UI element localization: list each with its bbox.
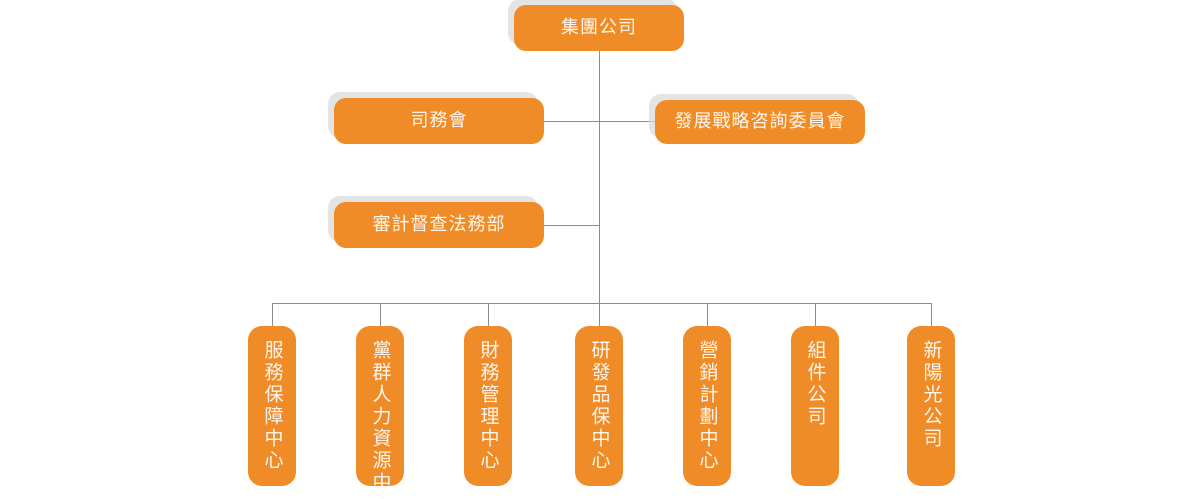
node-box: 研發品保中心	[575, 326, 623, 486]
org-node-label-siwuhui: 司務會	[410, 109, 468, 131]
org-node-label-rnd: 研發品保中心	[588, 340, 611, 472]
org-node-strategy[interactable]: 發展戰略咨詢委員會	[649, 94, 865, 144]
connector-drop-rnd	[599, 303, 600, 326]
node-box: 司務會	[334, 98, 544, 144]
connector-branch-tier2-left	[544, 121, 600, 122]
org-node-root[interactable]: 集團公司	[508, 0, 684, 51]
connector-drop-hr	[380, 303, 381, 326]
org-node-rnd[interactable]: 研發品保中心	[575, 326, 623, 486]
org-node-label-audit: 審計督查法務部	[372, 213, 506, 235]
node-box: 集團公司	[514, 5, 684, 51]
org-node-components[interactable]: 組件公司	[791, 326, 839, 486]
org-node-label-service: 服務保障中心	[261, 340, 284, 472]
org-node-finance[interactable]: 財務管理中心	[464, 326, 512, 486]
connector-distribution-bus	[272, 303, 932, 304]
connector-branch-tier2-right	[599, 121, 655, 122]
connector-drop-finance	[488, 303, 489, 326]
node-box: 審計督查法務部	[334, 202, 544, 248]
node-box: 營銷計劃中心	[683, 326, 731, 486]
org-node-label-sunshine: 新陽光公司	[920, 340, 943, 450]
node-box: 發展戰略咨詢委員會	[655, 100, 865, 144]
connector-trunk-main	[599, 51, 600, 304]
org-node-sunshine[interactable]: 新陽光公司	[907, 326, 955, 486]
org-node-siwuhui[interactable]: 司務會	[328, 92, 544, 144]
org-node-audit[interactable]: 審計督查法務部	[328, 196, 544, 248]
node-box: 黨群人力資源中心	[356, 326, 404, 499]
org-node-hr[interactable]: 黨群人力資源中心	[356, 326, 404, 499]
node-box: 服務保障中心	[248, 326, 296, 486]
connector-drop-marketing	[707, 303, 708, 326]
node-box: 新陽光公司	[907, 326, 955, 486]
connector-drop-components	[815, 303, 816, 326]
connector-drop-sunshine	[931, 303, 932, 326]
org-node-label-strategy: 發展戰略咨詢委員會	[674, 110, 846, 132]
org-node-service[interactable]: 服務保障中心	[248, 326, 296, 486]
org-node-label-hr: 黨群人力資源中心	[369, 340, 392, 499]
org-node-marketing[interactable]: 營銷計劃中心	[683, 326, 731, 486]
connector-branch-tier3-left	[544, 225, 600, 226]
org-node-label-root: 集團公司	[561, 16, 637, 38]
connector-drop-service	[272, 303, 273, 326]
node-box: 財務管理中心	[464, 326, 512, 486]
node-box: 組件公司	[791, 326, 839, 486]
org-node-label-components: 組件公司	[804, 340, 827, 428]
org-node-label-marketing: 營銷計劃中心	[696, 340, 719, 472]
org-node-label-finance: 財務管理中心	[477, 340, 500, 472]
